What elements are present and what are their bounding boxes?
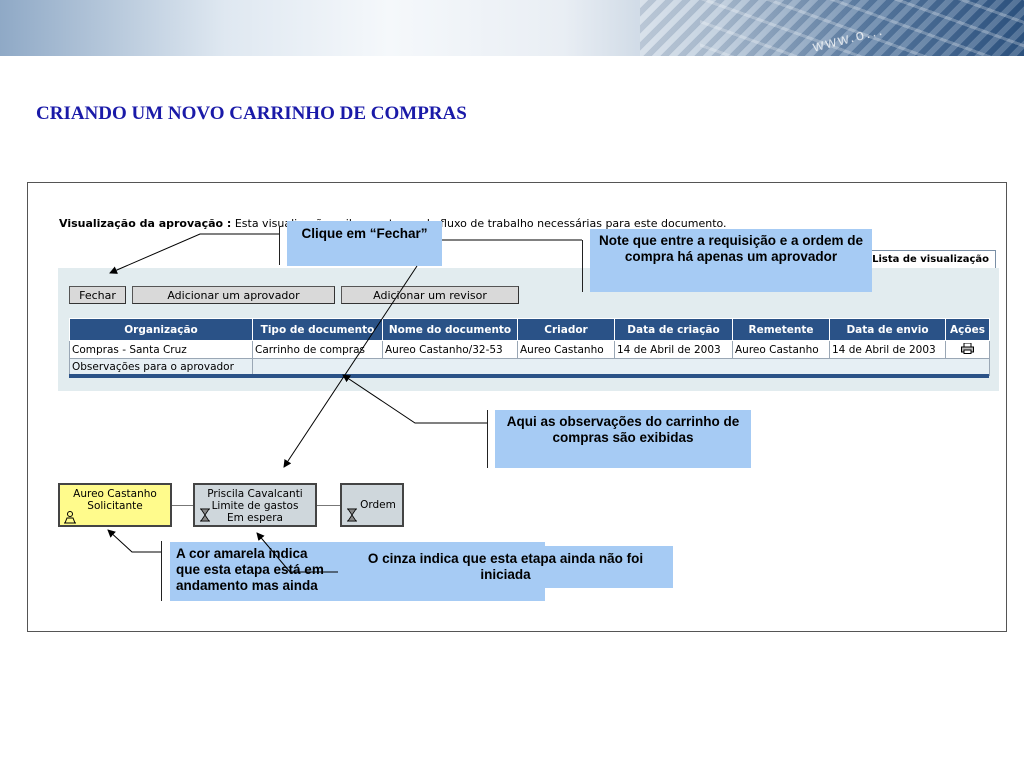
tab-list-view[interactable]: Lista de visualização <box>861 250 996 268</box>
banner-texture <box>700 0 1024 56</box>
banner-keyboard-image <box>640 0 1024 56</box>
column-header[interactable]: Data de envio <box>829 318 946 341</box>
callout-bracket <box>582 240 583 292</box>
hourglass-icon <box>347 508 357 525</box>
table-cell: Aureo Castanho <box>517 340 615 359</box>
step-role: Limite de gastos <box>211 500 299 512</box>
column-header[interactable]: Tipo de documento <box>252 318 383 341</box>
header-banner: www.o... <box>0 0 1024 56</box>
slide-title: CRIANDO UM NOVO CARRINHO DE COMPRAS <box>36 103 467 124</box>
step-name: Priscila Cavalcanti <box>207 488 303 500</box>
observations-value <box>252 358 990 376</box>
table-cell: Aureo Castanho <box>732 340 830 359</box>
step-name: Aureo Castanho <box>73 488 157 500</box>
callout-bracket <box>161 541 162 601</box>
approval-table: Organização Tipo de documento Nome do do… <box>69 318 990 376</box>
observations-label: Observações para o aprovador <box>69 358 253 376</box>
hourglass-icon <box>200 508 210 525</box>
workflow-step-requester[interactable]: Aureo Castanho Solicitante <box>58 483 172 527</box>
actions-cell <box>945 340 990 359</box>
user-edit-icon <box>63 510 77 527</box>
step-name: Ordem <box>360 499 396 511</box>
callout-approver: Note que entre a requisição e a ordem de… <box>590 229 872 292</box>
callout-gray: O cinza indica que esta etapa ainda não … <box>338 546 673 588</box>
workflow-connector <box>317 505 340 506</box>
table-cell: Carrinho de compras <box>252 340 383 359</box>
column-header[interactable]: Organização <box>69 318 253 341</box>
add-reviewer-button[interactable]: Adicionar um revisor <box>341 286 519 304</box>
callout-observations: Aqui as observações do carrinho de compr… <box>495 410 751 468</box>
callout-bracket <box>487 410 488 468</box>
workflow-step-approver[interactable]: Priscila Cavalcanti Limite de gastos Em … <box>193 483 317 527</box>
table-cell: 14 de Abril de 2003 <box>829 340 946 359</box>
step-role: Solicitante <box>87 500 143 512</box>
table-cell: Aureo Castanho/32-53 <box>382 340 518 359</box>
workflow-connector <box>172 505 193 506</box>
column-header[interactable]: Criador <box>517 318 615 341</box>
table-header-row: Organização Tipo de documento Nome do do… <box>69 318 990 341</box>
table-row: Compras - Santa Cruz Carrinho de compras… <box>69 340 990 359</box>
workflow-step-order[interactable]: Ordem <box>340 483 404 527</box>
callout-bracket <box>279 227 280 265</box>
table-cell: 14 de Abril de 2003 <box>614 340 733 359</box>
table-cell: Compras - Santa Cruz <box>69 340 253 359</box>
close-button[interactable]: Fechar <box>69 286 126 304</box>
step-status: Em espera <box>226 512 283 524</box>
table-bottom-bar <box>69 374 989 378</box>
column-header: Ações <box>945 318 990 341</box>
add-approver-button[interactable]: Adicionar um aprovador <box>132 286 335 304</box>
column-header[interactable]: Remetente <box>732 318 830 341</box>
column-header[interactable]: Data de criação <box>614 318 733 341</box>
printer-icon[interactable] <box>961 342 974 354</box>
approval-view-heading: Visualização da aprovação : <box>59 217 232 230</box>
observations-row: Observações para o aprovador <box>69 358 990 376</box>
callout-fechar: Clique em “Fechar” <box>287 221 442 266</box>
column-header[interactable]: Nome do documento <box>382 318 518 341</box>
